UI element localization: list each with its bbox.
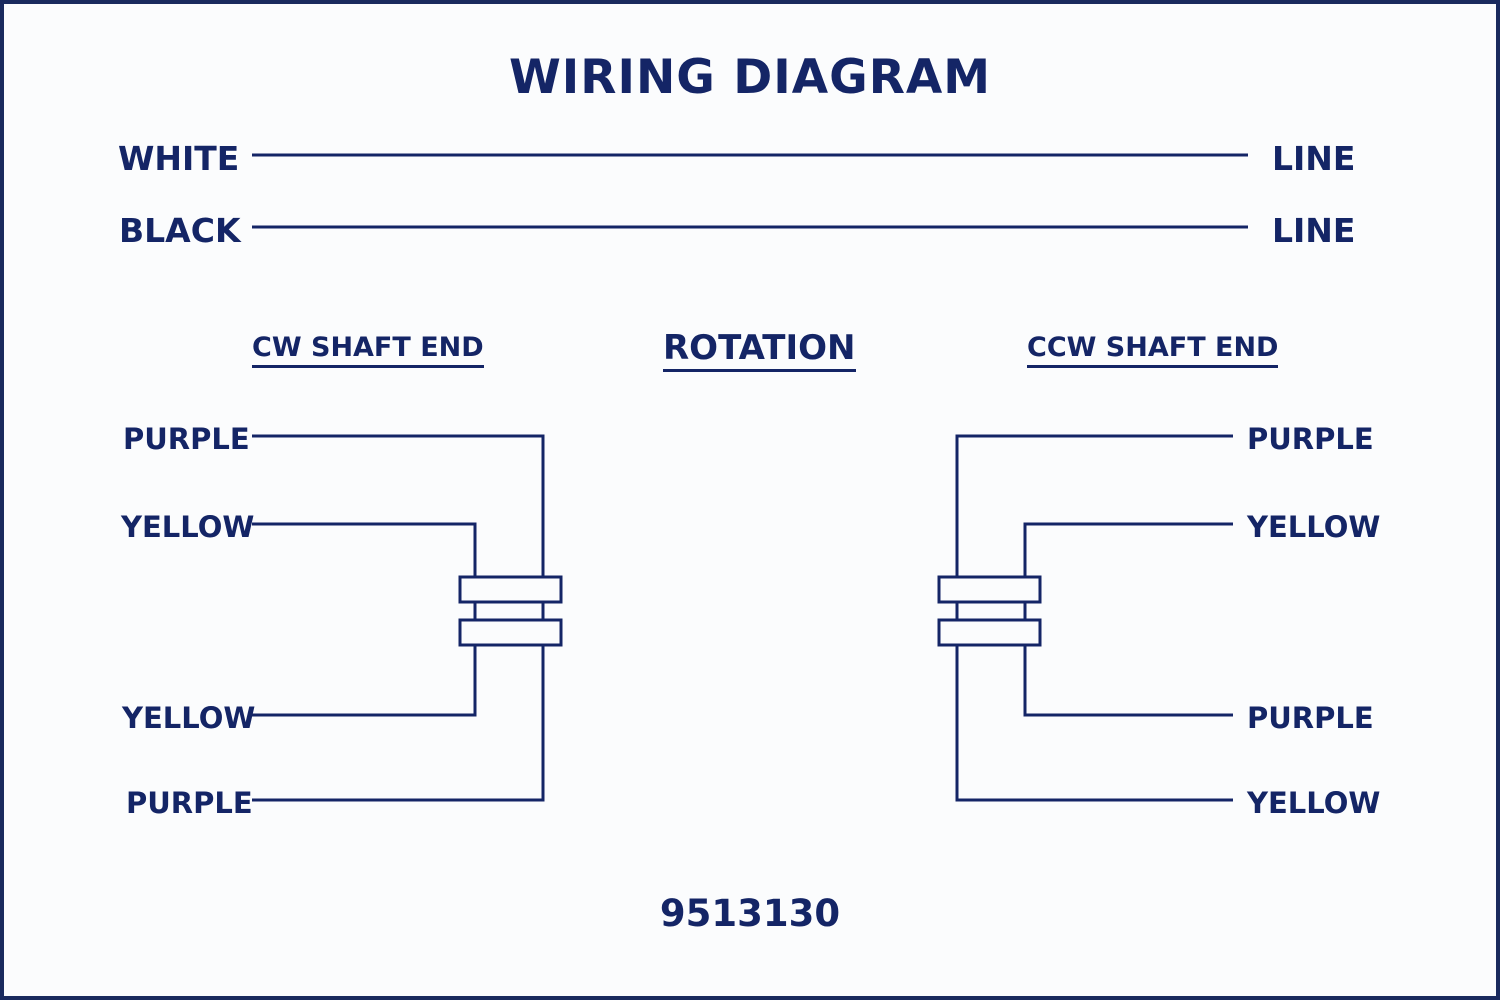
cw-wire-label: YELLOW (122, 701, 256, 735)
cw-connector-upper (458, 575, 563, 604)
ccw-wire-label: YELLOW (1247, 786, 1381, 820)
ccw-wire-label: PURPLE (1247, 701, 1374, 735)
black-wire-label: BLACK (119, 211, 241, 250)
cw-wire-label: YELLOW (121, 510, 255, 544)
ccw-wire-label: PURPLE (1247, 422, 1374, 456)
cw-purple-wire-loop (252, 434, 545, 802)
rotation-heading: ROTATION (663, 331, 856, 372)
white-wire-label: WHITE (118, 139, 240, 178)
cw-shaft-end-heading: CW SHAFT END (252, 334, 484, 368)
cw-connector-lower (458, 618, 563, 647)
part-number: 9513130 (659, 892, 841, 935)
ccw-connector-lower (937, 618, 1042, 647)
cw-wire-label: PURPLE (123, 422, 250, 456)
ccw-connector-upper (937, 575, 1042, 604)
cw-yellow-wire-loop (252, 522, 477, 717)
ccw-yellow-purple-wire-loop (1023, 522, 1233, 717)
white-line-label: LINE (1272, 139, 1356, 178)
diagram-title: WIRING DIAGRAM (508, 50, 992, 105)
cw-wire-label: PURPLE (126, 786, 253, 820)
ccw-purple-yellow-wire-loop (955, 434, 1233, 802)
wiring-schematic (252, 153, 1248, 802)
black-line-label: LINE (1272, 211, 1356, 250)
ccw-shaft-end-heading: CCW SHAFT END (1027, 334, 1279, 368)
ccw-wire-label: YELLOW (1247, 510, 1381, 544)
